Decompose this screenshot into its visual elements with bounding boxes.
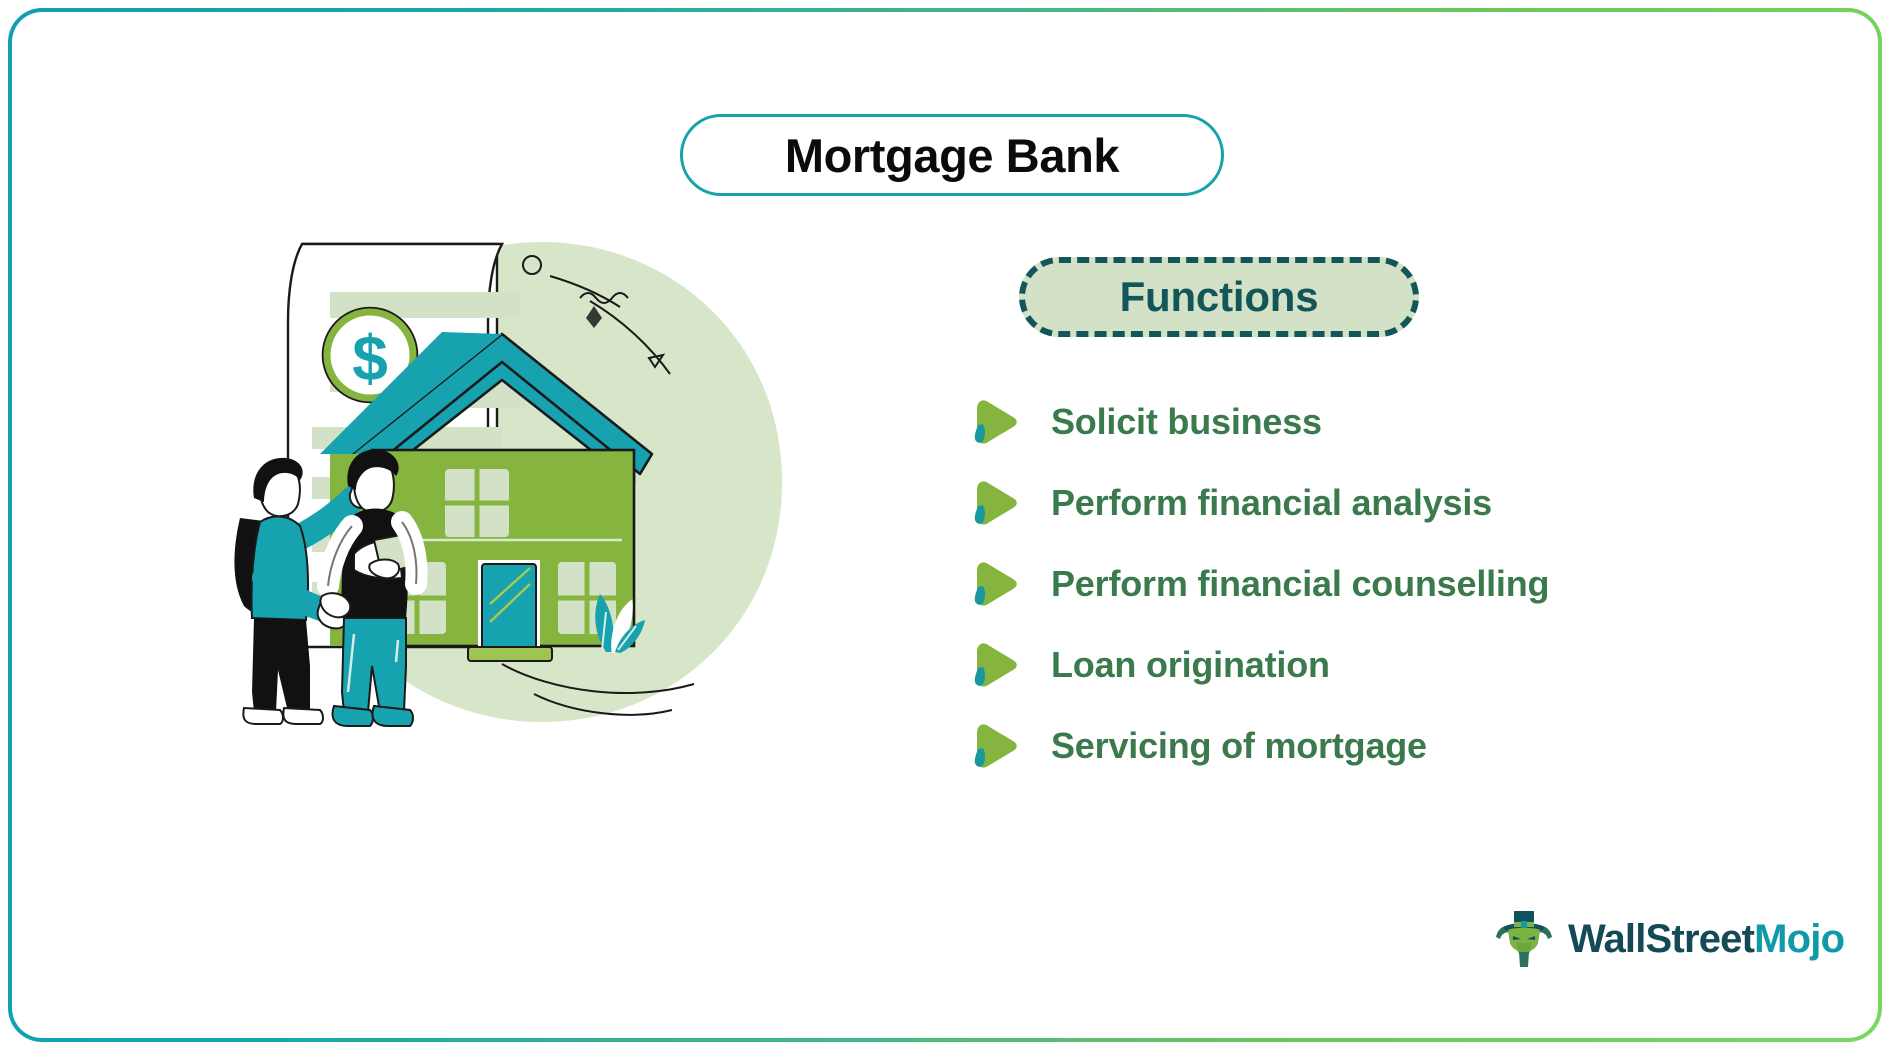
logo-wordmark: WallStreetMojo — [1568, 917, 1845, 961]
svg-text:$: $ — [352, 322, 388, 394]
list-item-label: Perform financial counselling — [1051, 562, 1550, 604]
arrow-bullet-icon — [967, 719, 1021, 773]
list-item: Perform financial counselling — [967, 543, 1767, 624]
logo-wordmark-part1: WallStreet — [1568, 917, 1755, 961]
functions-panel: Functions Solicit business — [967, 257, 1767, 786]
house-plant — [595, 594, 645, 653]
arrow-bullet-icon — [967, 557, 1021, 611]
list-item: Solicit business — [967, 381, 1767, 462]
list-item-label: Servicing of mortgage — [1051, 724, 1427, 766]
list-item-label: Solicit business — [1051, 400, 1322, 442]
person-woman — [234, 457, 384, 725]
gradient-frame-border: Mortgage Bank — [8, 8, 1882, 1042]
front-door — [467, 560, 553, 662]
list-item: Loan origination — [967, 624, 1767, 705]
arrow-bullet-icon — [967, 395, 1021, 449]
list-item-label: Perform financial analysis — [1051, 481, 1492, 523]
person-man — [317, 449, 428, 727]
logo-wordmark-part2: Mojo — [1754, 917, 1845, 961]
arrow-bullet-icon — [967, 638, 1021, 692]
page-title: Mortgage Bank — [784, 128, 1120, 182]
decorative-marks — [501, 255, 695, 716]
bull-mascot-icon — [1492, 907, 1556, 971]
wallstreetmojo-logo: WallStreetMojo — [1492, 907, 1845, 971]
list-item: Servicing of mortgage — [967, 705, 1767, 786]
infographic-content: Mortgage Bank — [12, 12, 1878, 1038]
dollar-coin-icon: $ — [321, 306, 419, 404]
functions-list: Solicit business Perform financial analy… — [967, 381, 1767, 786]
arrow-bullet-icon — [967, 476, 1021, 530]
page-title-pill: Mortgage Bank — [680, 114, 1224, 196]
functions-badge: Functions — [1019, 257, 1419, 337]
functions-badge-label: Functions — [1119, 273, 1319, 320]
list-item-label: Loan origination — [1051, 643, 1330, 685]
list-item: Perform financial analysis — [967, 462, 1767, 543]
attic-window — [445, 469, 509, 537]
mortgage-handshake-house-illustration: $ — [202, 222, 842, 742]
